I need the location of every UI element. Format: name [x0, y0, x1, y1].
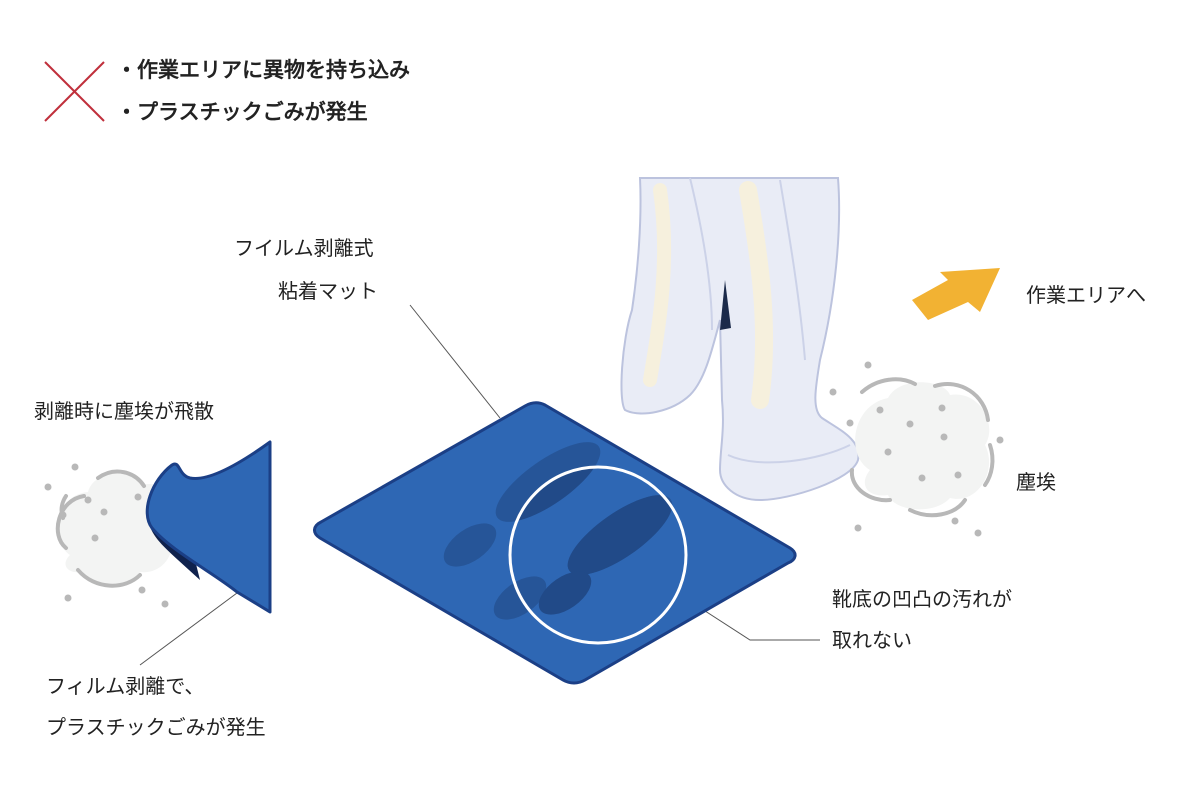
peel-leader-line	[139, 592, 238, 666]
magnifier-circle	[508, 465, 688, 645]
scatter-label: 剥離時に塵埃が飛散	[34, 399, 214, 423]
to-work-area-label: 作業エリアへ	[1026, 283, 1146, 307]
dust-label: 塵埃	[1016, 470, 1056, 494]
arrow-right-up-icon	[912, 268, 1000, 320]
dust-cloud-left	[44, 463, 173, 608]
cross-mark-icon	[44, 61, 105, 122]
mat-label-line2: 粘着マット	[278, 279, 378, 303]
adhesive-mat	[313, 401, 797, 685]
peeled-film	[145, 440, 272, 614]
header-item-foreign-matter: ・作業エリアに異物を持ち込み	[116, 58, 410, 82]
sole-label-line1: 靴底の凹凸の汚れが	[832, 587, 1012, 611]
peel-label-line2: プラスチックごみが発生	[46, 715, 266, 739]
leader-lines	[139, 304, 820, 666]
mat-leader-line	[409, 304, 501, 419]
sole-leader-line	[684, 597, 820, 641]
peel-label-line1: フィルム剥離で、	[46, 674, 205, 698]
sole-label-line2: 取れない	[832, 628, 912, 652]
cleanroom-legs	[620, 177, 860, 502]
mat-label-line1: フイルム剥離式	[234, 236, 374, 260]
dust-cloud-right	[829, 361, 1004, 537]
header-item-plastic-waste: ・プラスチックごみが発生	[116, 100, 368, 124]
